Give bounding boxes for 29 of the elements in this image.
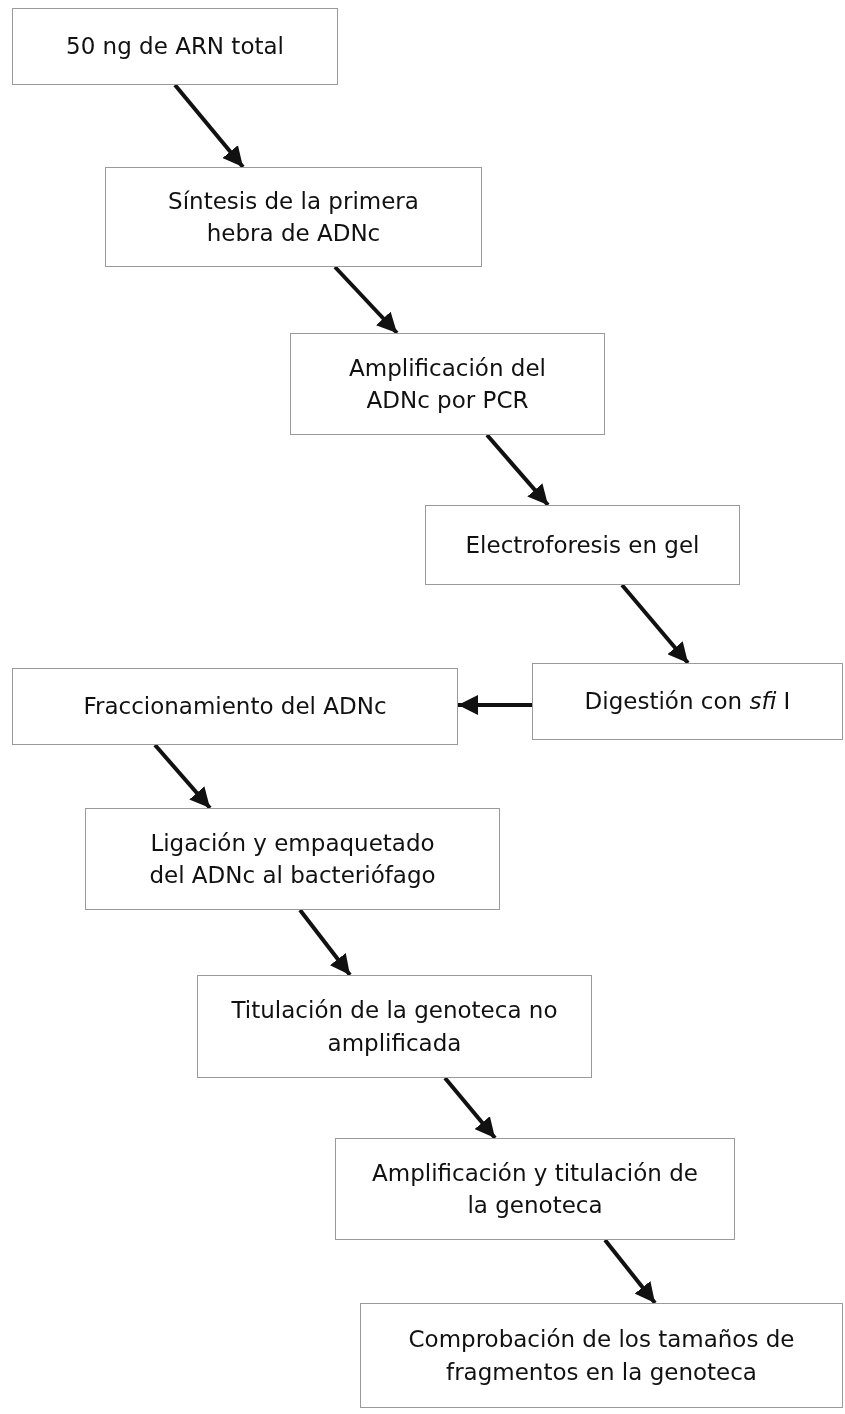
arrow	[443, 1076, 497, 1140]
arrow	[603, 1238, 657, 1305]
arrow	[153, 743, 212, 810]
step-label: Fraccionamiento del ADNc	[83, 692, 387, 722]
process-box	[360, 1303, 843, 1408]
arrow	[458, 695, 532, 715]
step-label: Ligación y empaquetado del ADNc al bacteriófago	[148, 828, 437, 890]
process-box	[12, 8, 338, 85]
arrow	[173, 83, 245, 169]
process-box	[85, 808, 500, 910]
process-box	[12, 668, 458, 745]
step-label: 50 ng de ARN total	[66, 32, 284, 62]
process-box	[105, 167, 482, 267]
process-box	[290, 333, 605, 435]
process-box	[335, 1138, 735, 1240]
step-label: Síntesis de la primera hebra de ADNc	[167, 186, 420, 248]
step-label: Titulación de la genoteca no amplificada	[230, 996, 559, 1058]
process-box	[425, 505, 740, 585]
arrow	[620, 583, 690, 665]
step-label: Comprobación de los tamaños de fragmentos en la genoteca	[407, 1325, 796, 1387]
arrow	[333, 265, 399, 335]
process-box	[197, 975, 592, 1078]
step-label: Amplificación y titulación de la genoteca	[371, 1158, 699, 1220]
step-label: Amplificación del ADNc por PCR	[348, 353, 547, 415]
process-box	[532, 663, 843, 740]
arrow	[298, 908, 352, 977]
arrow	[485, 433, 550, 507]
step-label: Digestión con sfi I	[584, 687, 791, 717]
step-label: Electroforesis en gel	[465, 530, 700, 560]
